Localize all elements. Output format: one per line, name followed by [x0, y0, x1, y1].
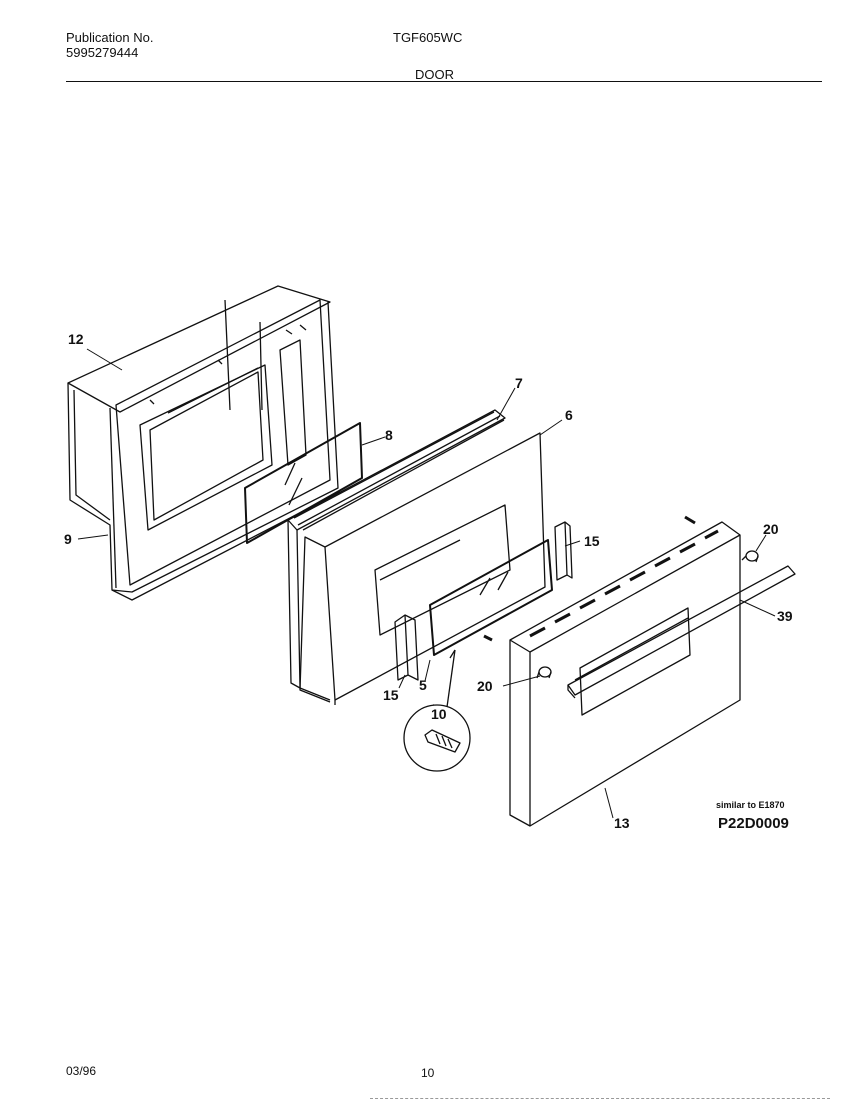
callout-10: 10 [431, 706, 447, 722]
callout-15-left: 15 [383, 687, 399, 703]
hinge-bracket-left [394, 614, 419, 681]
leader-lines [77, 348, 776, 819]
revision-date: 03/96 [66, 1064, 97, 1078]
callout-8: 8 [385, 427, 393, 443]
similarity-note: similar to E1870 [716, 800, 785, 810]
model-number: TGF605WC [393, 30, 463, 45]
outer-door-assembly [509, 521, 741, 827]
section-title: DOOR [415, 67, 454, 82]
door-handle [567, 565, 796, 699]
outer-door-panel [299, 432, 546, 705]
figure-code: P22D0009 [718, 815, 789, 832]
publication-number: 5995279444 [66, 45, 139, 60]
header-rule [66, 81, 822, 82]
window-glass [244, 422, 363, 544]
publication-label: Publication No. [66, 30, 154, 45]
screw-top [684, 515, 696, 525]
page-number: 10 [421, 1066, 435, 1080]
callout-9: 9 [64, 531, 72, 547]
hinge-bracket-right [554, 521, 573, 581]
callout-12: 12 [68, 331, 84, 347]
callout-20-upper: 20 [763, 521, 779, 537]
callout-39: 39 [777, 608, 793, 624]
handle-spacer-upper [741, 550, 759, 563]
screw-detail [403, 649, 471, 772]
callout-5: 5 [419, 677, 427, 693]
callout-13: 13 [614, 815, 630, 831]
callout-15-right: 15 [584, 533, 600, 549]
bottom-scan-marks [370, 1098, 830, 1101]
inner-door-liner [67, 285, 341, 601]
callout-7: 7 [515, 375, 523, 391]
insulation-pack [287, 409, 506, 701]
callout-20-lower: 20 [477, 678, 493, 694]
screw-mid [483, 634, 493, 642]
callout-6: 6 [565, 407, 573, 423]
